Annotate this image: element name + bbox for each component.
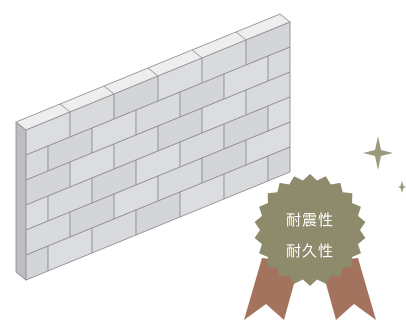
block-wall-illustration (15, 13, 291, 281)
cap-joint (103, 85, 115, 95)
cap-joint (59, 103, 71, 113)
wall-side-face (15, 121, 27, 281)
cap-joint (235, 31, 247, 41)
badge-seal (254, 174, 366, 286)
award-badge-icon (244, 174, 376, 320)
cap-joint (191, 49, 203, 59)
badge-line-durability: 耐久性 (285, 242, 334, 260)
badge-line-seismic: 耐震性 (285, 211, 334, 229)
sparkle-icon (363, 136, 406, 193)
wall-block (267, 146, 291, 182)
cap-joint (147, 67, 159, 77)
